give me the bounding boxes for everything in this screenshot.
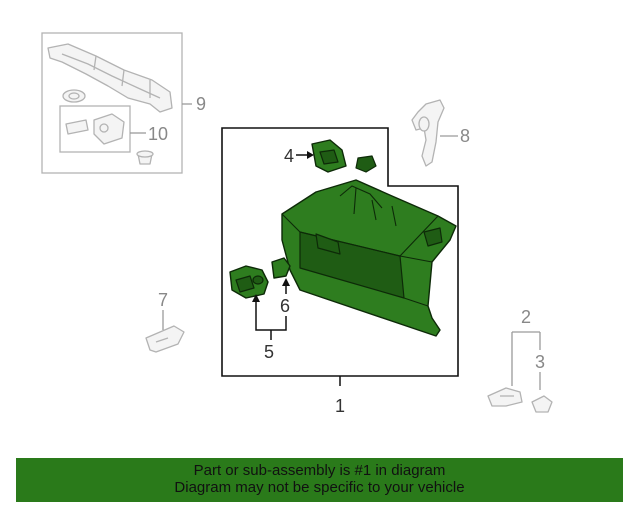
- part-9-bracket-drawing: [47, 43, 173, 113]
- part-5-lock-drawing: [229, 265, 269, 299]
- part-8-drawing: [411, 99, 445, 167]
- part-3-drawing: [531, 395, 553, 413]
- callout-1: 1: [335, 396, 345, 416]
- callout-3: 3: [535, 352, 545, 372]
- callout-5: 5: [264, 342, 274, 362]
- part-7-drawing: [145, 325, 185, 353]
- part-9-group-box: [41, 32, 183, 174]
- part-4-clip-drawing: [355, 155, 377, 173]
- callout-6: 6: [280, 296, 290, 316]
- callout-4: 4: [284, 146, 294, 166]
- footer-line-2: Diagram may not be specific to your vehi…: [174, 479, 465, 496]
- leader-arrow-5a: [252, 294, 260, 302]
- callout-9: 9: [196, 94, 206, 114]
- callout-7: 7: [158, 290, 168, 310]
- glove-box-compartment-drawing: [281, 179, 457, 337]
- leader-line-2: [511, 331, 541, 386]
- callout-2: 2: [521, 307, 531, 327]
- leader-arrow-4: [307, 151, 314, 159]
- assembly-outline-box: [221, 127, 459, 377]
- callout-8: 8: [460, 126, 470, 146]
- callout-10: 10: [148, 124, 168, 144]
- part-10-bracket-drawing: [65, 113, 154, 165]
- part-2-drawing: [487, 387, 523, 407]
- leader-arrow-6: [282, 278, 290, 286]
- part-4-latch-drawing: [311, 139, 347, 173]
- part-6-cylinder-drawing: [271, 257, 291, 279]
- footer-line-1: Part or sub-assembly is #1 in diagram: [193, 462, 446, 479]
- footer-banner: Part or sub-assembly is #1 in diagram Di…: [16, 458, 623, 502]
- part-10-group-box: [59, 105, 131, 153]
